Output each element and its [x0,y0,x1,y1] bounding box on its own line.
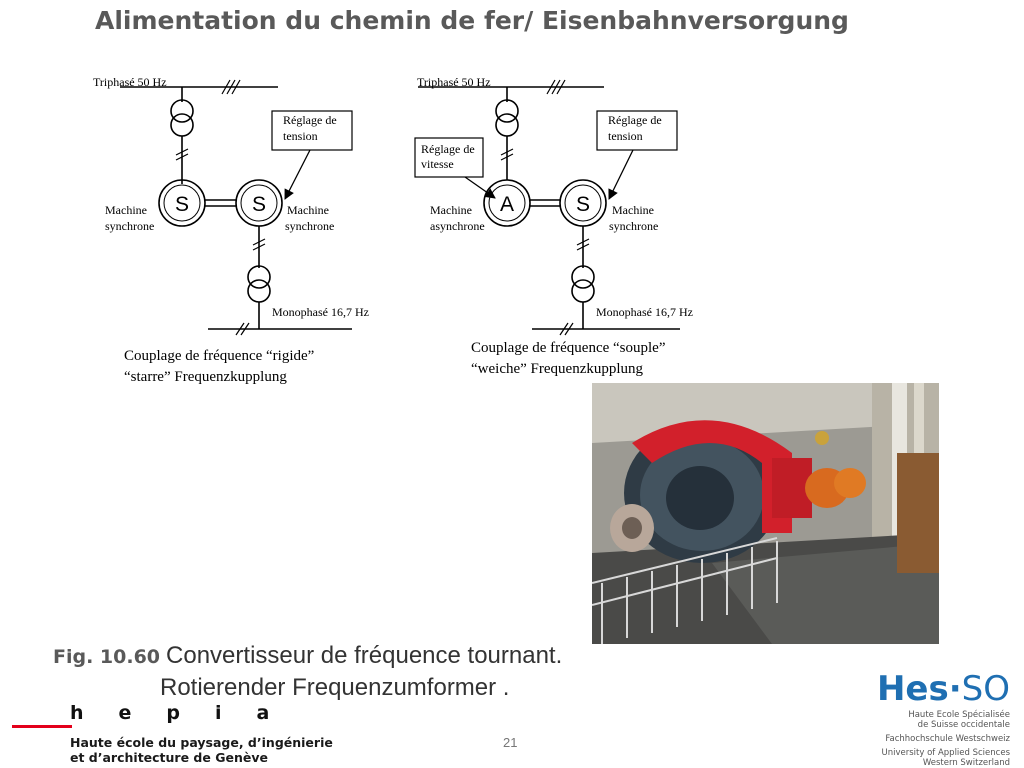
label-voltage-regulation-left-2: tension [283,129,318,143]
double-hatch-icon [500,148,514,161]
label-machine-sync-right-2: synchrone [609,219,658,233]
label-single-phase-right: Monophasé 16,7 Hz [596,305,693,319]
hepia-red-bar [12,725,72,728]
label-machine-right-1: Machine [287,203,329,217]
converter-diagrams: Triphasé 50 Hz Réglage de tension S S Ma… [93,75,693,385]
transformer-icon [495,99,519,137]
transformer-icon [571,265,595,303]
label-voltage-regulation-left-1: Réglage de [283,113,337,127]
caption-flexible-2: “weiche” Frequenzkupplung [471,361,644,377]
machine-symbol-left-b: S [252,193,266,216]
label-machine-left-2: synchrone [105,219,154,233]
figure-caption-de: Rotierender Frequenzumformer . [160,674,510,701]
hes-line-1: Haute Ecole Spécialisée [908,710,1010,720]
caption-flexible-1: Couplage de fréquence “souple” [471,340,666,356]
figure-caption-fr-text: Convertisseur de fréquence tournant. [166,642,563,669]
machine-symbol-left-a: S [175,193,189,216]
diagram-left-rigid [120,79,353,336]
label-single-phase-left: Monophasé 16,7 Hz [272,305,369,319]
machine-asynchronous-icon [483,179,531,227]
label-three-phase-left: Triphasé 50 Hz [93,75,167,89]
hes-line-5: Western Switzerland [922,758,1010,768]
hes-line-3: Fachhochschule Westschweiz [885,734,1010,744]
label-machine-left-1: Machine [105,203,147,217]
label-speed-regulation-2: vitesse [421,157,454,171]
double-hatch-icon [175,148,189,161]
machine-synchronous-left-icon [158,179,206,227]
triple-hatch-icon [546,79,566,95]
page-number: 21 [503,735,518,750]
transformer-icon [247,265,271,303]
hes-so-wordmark: Hes·SO [877,672,1010,706]
diagram-right-flexible [414,79,680,336]
label-speed-regulation-1: Réglage de [421,142,475,156]
hes-wordmark-suffix: SO [961,669,1010,709]
double-hatch-icon [252,238,266,251]
triple-hatch-icon [221,79,241,95]
label-voltage-regulation-right-1: Réglage de [608,113,662,127]
converter-photo [592,383,939,644]
label-machine-sync-right-1: Machine [612,203,654,217]
transformer-icon [170,99,194,137]
hepia-logo: hepia [70,702,305,724]
hes-line-4: University of Applied Sciences [881,748,1010,758]
machine-symbol-right-b: S [576,193,590,216]
label-three-phase-right: Triphasé 50 Hz [417,75,491,89]
label-voltage-regulation-right-2: tension [608,129,643,143]
double-hatch-icon [576,238,590,251]
double-hatch-icon [559,322,574,336]
slide-title: Alimentation du chemin de fer/ Eisenbahn… [95,6,849,35]
caption-rigid-2: “starre” Frequenzkupplung [124,369,287,385]
hepia-name-line2: et d’architecture de Genève [70,750,268,765]
hes-wordmark-dot: · [948,669,962,709]
figure-number: Fig. 10.60 [53,646,161,668]
hes-wordmark-main: Hes [876,669,949,709]
label-machine-async-2: asynchrone [430,219,485,233]
double-hatch-icon [235,322,250,336]
caption-rigid-1: Couplage de fréquence “rigide” [124,348,314,364]
hes-line-2: de Suisse occidentale [917,720,1010,730]
hes-so-logo: Hes·SO Haute Ecole Spécialisée de Suisse… [877,672,1010,768]
label-machine-right-2: synchrone [285,219,334,233]
label-machine-async-1: Machine [430,203,472,217]
machine-symbol-right-a: A [500,193,514,216]
hepia-name-line1: Haute école du paysage, d’ingénierie [70,735,333,750]
